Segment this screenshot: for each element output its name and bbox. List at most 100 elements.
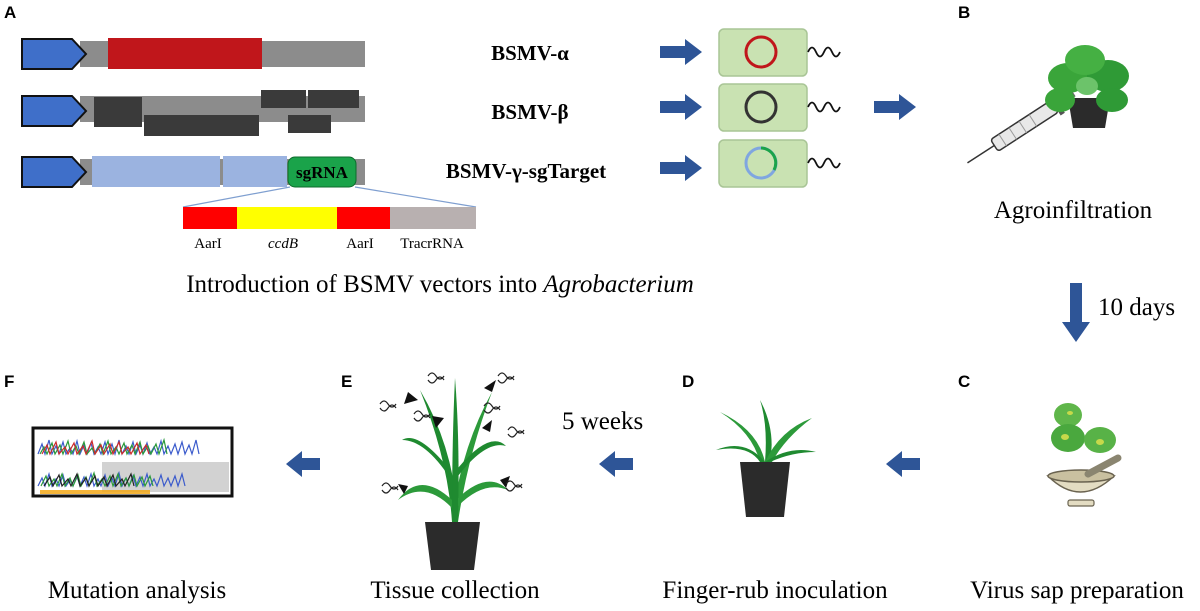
leaf-e-1 — [398, 485, 452, 508]
arrow-e-to-f — [286, 451, 320, 477]
panel-label-e: E — [341, 372, 352, 391]
collect-arrow-1 — [404, 392, 418, 404]
alpha-gene — [108, 38, 262, 69]
collect-arrow-6 — [500, 476, 510, 488]
cell-body-gamma — [718, 139, 808, 188]
panel-label-b: B — [958, 3, 970, 22]
lesion-c-1 — [1061, 434, 1069, 440]
dna-icon-3 — [497, 372, 515, 384]
panel-label-a: A — [4, 3, 16, 22]
chromatogram-illustration — [31, 426, 234, 498]
gamma-promoter-arrow — [21, 156, 88, 188]
stem-e-3 — [452, 378, 459, 522]
introduction-organism: Agrobacterium — [541, 271, 693, 298]
vector-label-gamma: BSMV-γ-sgTarget — [446, 159, 606, 183]
introduction-caption: Introduction of BSMV vectors into Agroba… — [186, 271, 694, 298]
dna-icon-2 — [427, 372, 445, 384]
trace-top-green — [39, 437, 168, 456]
virus-sap-illustration — [1046, 403, 1122, 507]
mortar-rim — [1047, 469, 1115, 483]
dna-icon-5 — [483, 402, 501, 414]
beta-gene-5 — [288, 115, 331, 133]
agro-cell-beta — [718, 83, 841, 132]
collect-arrow-2 — [432, 416, 444, 428]
aari-segment-1 — [183, 207, 237, 229]
leaf-b-5 — [1096, 88, 1128, 112]
aari-segment-2 — [337, 207, 390, 229]
leaf-b-6 — [1076, 77, 1098, 95]
virus-sap-label: Virus sap preparation — [970, 577, 1184, 604]
lesion-c-3 — [1067, 411, 1073, 415]
panel-label-c: C — [958, 372, 970, 391]
stem-e-1 — [420, 390, 458, 522]
leaf-c-1 — [1054, 403, 1082, 427]
tissue-collection-label: Tissue collection — [370, 577, 540, 604]
arrow-down-10-days — [1062, 283, 1090, 342]
blade-d-5 — [765, 449, 816, 462]
finger-rub-illustration — [716, 400, 816, 517]
sgrna-box — [287, 156, 357, 188]
chromatogram-highlight — [102, 462, 229, 492]
expansion-line-right — [354, 186, 477, 208]
sgrna-label: sgRNA — [296, 163, 349, 182]
beta-gene-3 — [261, 90, 306, 108]
gamma-gene-1 — [92, 156, 220, 187]
beta-construct — [21, 90, 365, 136]
dna-icon-8 — [505, 480, 523, 492]
vector-label-alpha: BSMV-α — [491, 41, 569, 65]
arrow-c-to-d — [886, 451, 920, 477]
collect-arrow-3 — [484, 380, 496, 392]
tracrrna-segment — [390, 207, 476, 229]
flagellum-alpha — [807, 46, 841, 58]
blade-d-1 — [720, 412, 765, 462]
tissue-collection-illustration — [379, 372, 525, 570]
arrow-to-plate-alpha — [660, 39, 702, 65]
plant-pot-d — [740, 462, 790, 517]
agro-cell-gamma — [718, 139, 841, 188]
blade-d-4 — [716, 446, 765, 462]
beta-gene-2 — [144, 115, 259, 136]
leaf-b-4 — [1045, 88, 1075, 112]
ccdb-segment — [237, 207, 337, 229]
ccdb-label: ccdB — [268, 236, 298, 252]
agroinfiltration-label: Agroinfiltration — [994, 197, 1153, 224]
dna-icon-4 — [413, 410, 431, 422]
panel-label-d: D — [682, 372, 694, 391]
expansion-line-left — [182, 186, 291, 208]
beta-promoter-arrow — [21, 95, 88, 127]
stem-e-2 — [452, 392, 492, 522]
sgrna-cassette: AarI ccdB AarI TracrRNA — [183, 207, 476, 252]
aari-label-2: AarI — [346, 236, 373, 252]
finger-rub-label: Finger-rub inoculation — [662, 577, 888, 604]
aari-label-1: AarI — [194, 236, 221, 252]
panel-label-f: F — [4, 372, 14, 391]
tracrrna-label: TracrRNA — [400, 236, 464, 252]
agro-cell-alpha — [718, 28, 841, 77]
plant-pot-e — [425, 522, 480, 570]
leaf-e-4 — [458, 441, 506, 476]
plasmid-ring-beta — [744, 90, 778, 124]
beta-gene-4 — [308, 90, 359, 108]
collect-arrow-5 — [398, 484, 408, 494]
gamma-gene-2 — [223, 156, 287, 187]
dna-icon-7 — [381, 482, 399, 494]
flagellum-beta — [807, 101, 841, 113]
collect-arrow-4 — [482, 420, 492, 432]
introduction-prefix: Introduction of BSMV vectors into — [186, 271, 543, 298]
plasmid-insert-gamma — [760, 146, 778, 171]
gamma-construct: sgRNA — [21, 156, 477, 208]
leaf-b-3 — [1065, 45, 1105, 75]
quality-bar — [40, 490, 150, 494]
blade-d-2 — [760, 400, 772, 462]
alpha-promoter-arrow — [21, 38, 88, 70]
flagellum-gamma — [807, 157, 841, 169]
arrow-to-plate-gamma — [660, 155, 702, 181]
mutation-analysis-label: Mutation analysis — [48, 577, 226, 604]
cell-body-alpha — [718, 28, 808, 77]
dna-icon-6 — [507, 426, 525, 438]
plasmid-ring-alpha — [744, 35, 778, 69]
leaf-e-3 — [402, 438, 450, 478]
vector-label-beta: BSMV-β — [491, 100, 568, 124]
trace-top-red — [41, 439, 150, 456]
leaf-e-2 — [458, 481, 508, 506]
